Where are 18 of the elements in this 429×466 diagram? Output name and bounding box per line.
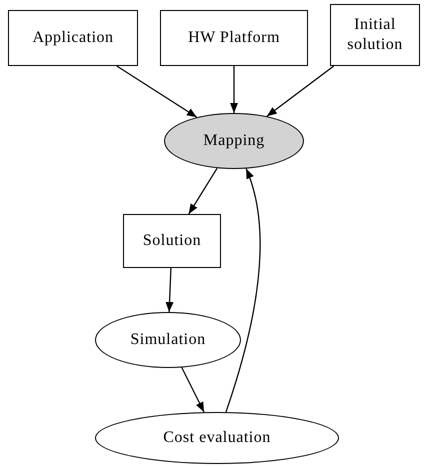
node-label: Mapping: [202, 131, 266, 151]
arrow: [181, 367, 205, 412]
arrow: [266, 66, 334, 117]
arrow: [116, 66, 198, 118]
arrow: [188, 168, 218, 214]
node-label: Solution: [142, 231, 202, 251]
process-box: [123, 214, 221, 268]
process-box: [330, 4, 420, 66]
arrow: [166, 268, 174, 312]
node-label: Simulation: [129, 330, 207, 350]
node-label: HW Platform: [187, 28, 281, 48]
process-box: [160, 10, 308, 66]
node-label: Application: [31, 28, 115, 48]
node-label: Cost evaluation: [162, 428, 272, 448]
arrow: [230, 66, 238, 113]
arrow: [225, 168, 261, 412]
node-label: Initial solution: [346, 15, 404, 55]
process-box: [8, 10, 138, 66]
